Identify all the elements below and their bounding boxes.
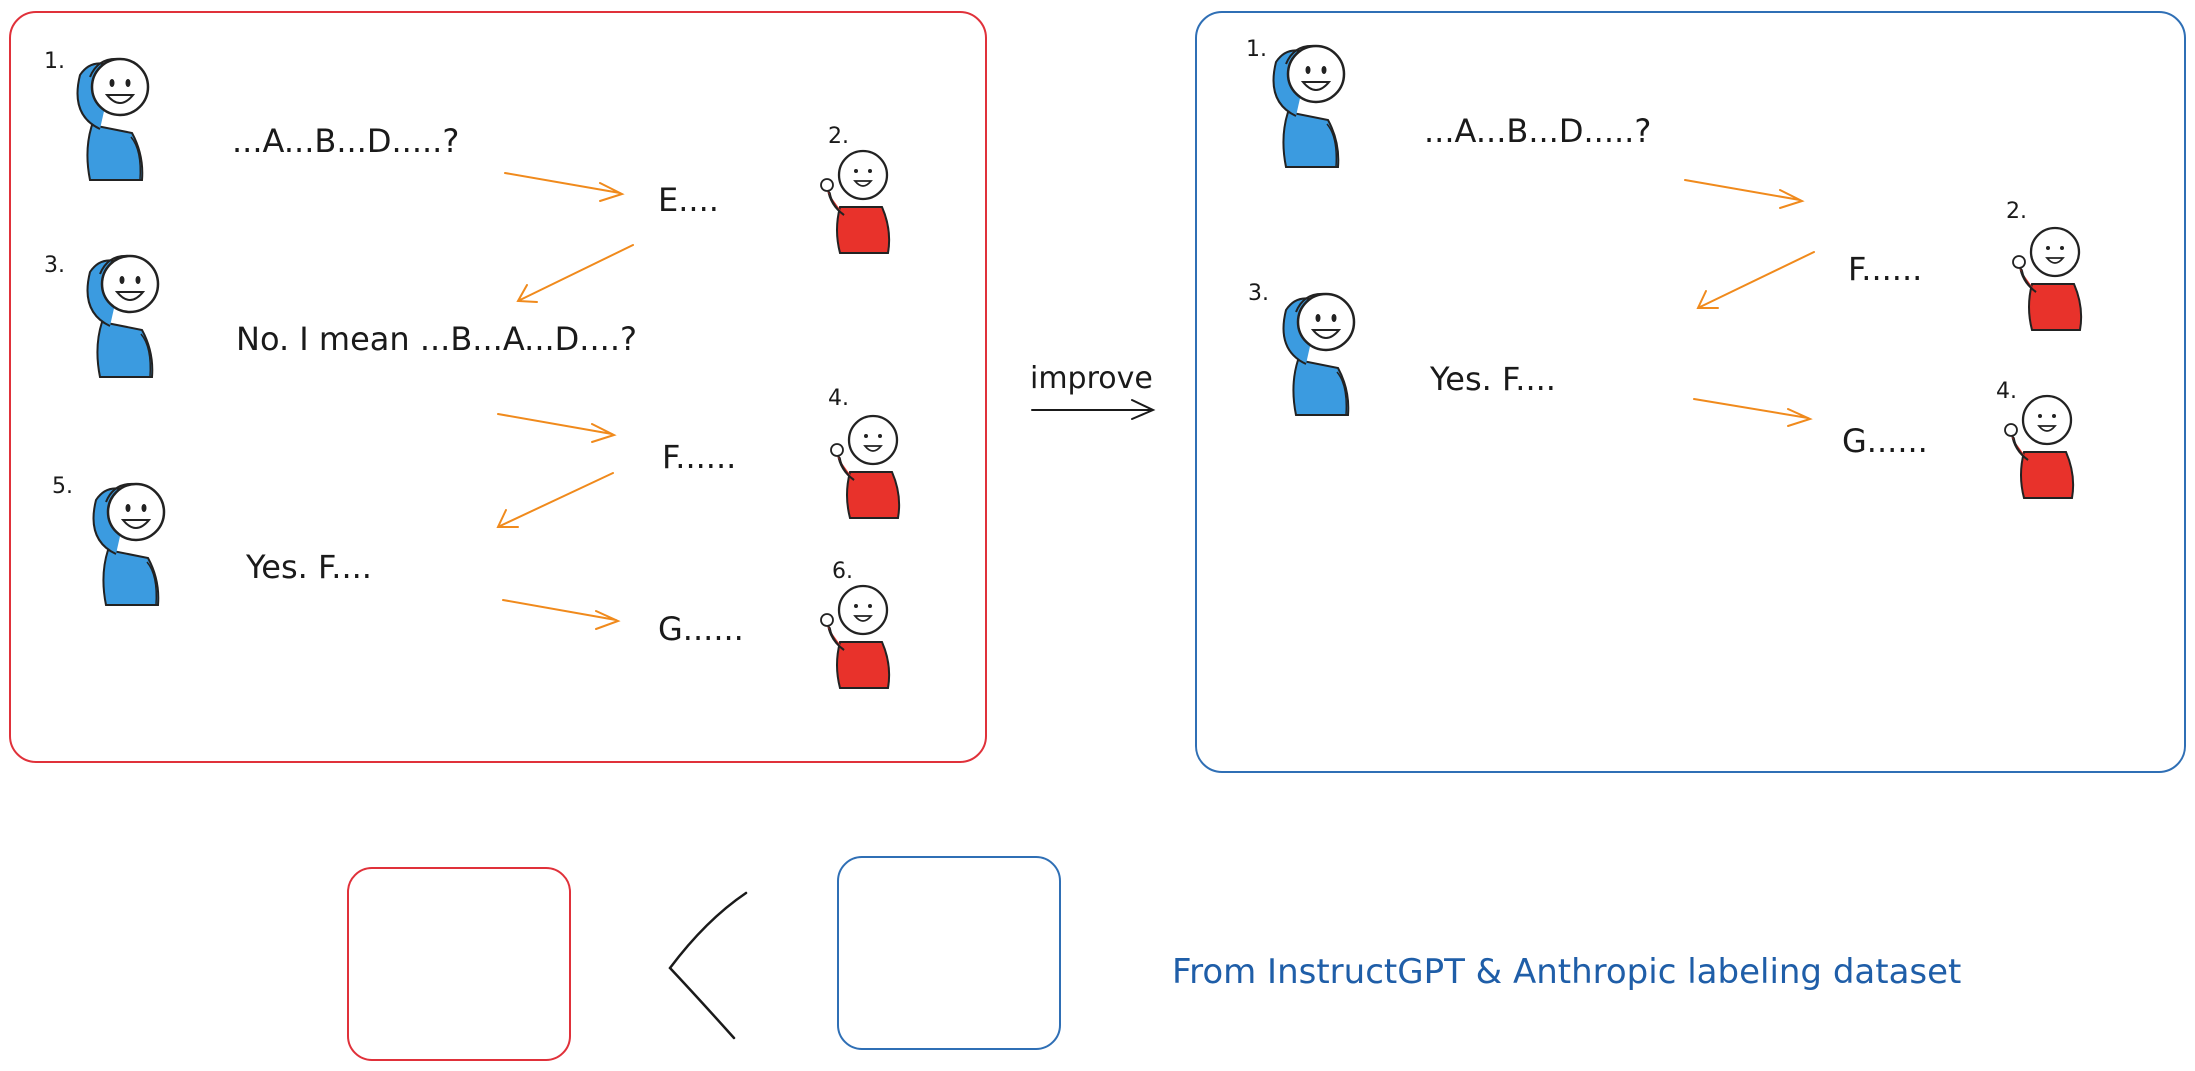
labeler-figure-4 (829, 414, 901, 520)
right-labeler-number-2: 2. (2006, 199, 2027, 224)
left-labeler-number-4: 4. (828, 386, 849, 411)
left-prompt-5: Yes. F.... (245, 548, 372, 586)
right-human-figure-3 (1282, 292, 1356, 417)
left-arrow-1-to-2 (504, 172, 625, 202)
labeler-figure-2 (819, 149, 891, 255)
right-arrow-3-to-4 (1693, 398, 1813, 427)
less-than-symbol (668, 891, 748, 1040)
left-arrow-4-to-5 (496, 472, 614, 528)
improve-arrow (1031, 399, 1156, 420)
right-panel-box (1195, 11, 2186, 773)
caption: From InstructGPT & Anthropic labeling da… (1172, 952, 1961, 992)
left-response-4: F...... (662, 438, 736, 476)
right-human-figure-1 (1272, 44, 1346, 169)
human-figure-5 (92, 482, 166, 607)
left-prompt-3: No. I mean ...B...A...D....? (236, 320, 637, 358)
right-response-2: F...... (1848, 250, 1922, 288)
right-response-4: G...... (1842, 422, 1928, 460)
right-human-number-3: 3. (1248, 281, 1269, 306)
human-figure-3 (86, 254, 160, 379)
right-labeler-number-4: 4. (1996, 379, 2017, 404)
left-panel-box (9, 11, 987, 763)
right-arrow-1-to-2 (1684, 179, 1805, 209)
left-arrow-3-to-4 (497, 413, 617, 443)
left-prompt-1: ...A...B...D.....? (232, 122, 459, 160)
left-labeler-number-6: 6. (832, 559, 853, 584)
right-labeler-figure-4 (2003, 394, 2075, 500)
left-human-number-3: 3. (44, 253, 65, 278)
right-labeler-figure-2 (2011, 226, 2083, 332)
left-human-number-1: 1. (44, 49, 65, 74)
right-prompt-3: Yes. F.... (1429, 360, 1556, 398)
right-human-number-1: 1. (1246, 37, 1267, 62)
left-response-2: E.... (658, 181, 719, 219)
small-blue-box (837, 856, 1061, 1050)
left-arrow-2-to-3 (516, 244, 634, 303)
labeler-figure-6 (819, 584, 891, 690)
human-figure-1 (76, 57, 150, 182)
small-red-box (347, 867, 571, 1061)
left-response-6: G...... (658, 610, 744, 648)
left-arrow-5-to-6 (502, 599, 621, 630)
right-arrow-2-to-3 (1696, 251, 1815, 309)
improve-label: improve (1030, 361, 1153, 396)
left-labeler-number-2: 2. (828, 124, 849, 149)
right-prompt-1: ...A...B...D.....? (1424, 112, 1651, 150)
left-human-number-5: 5. (52, 474, 73, 499)
